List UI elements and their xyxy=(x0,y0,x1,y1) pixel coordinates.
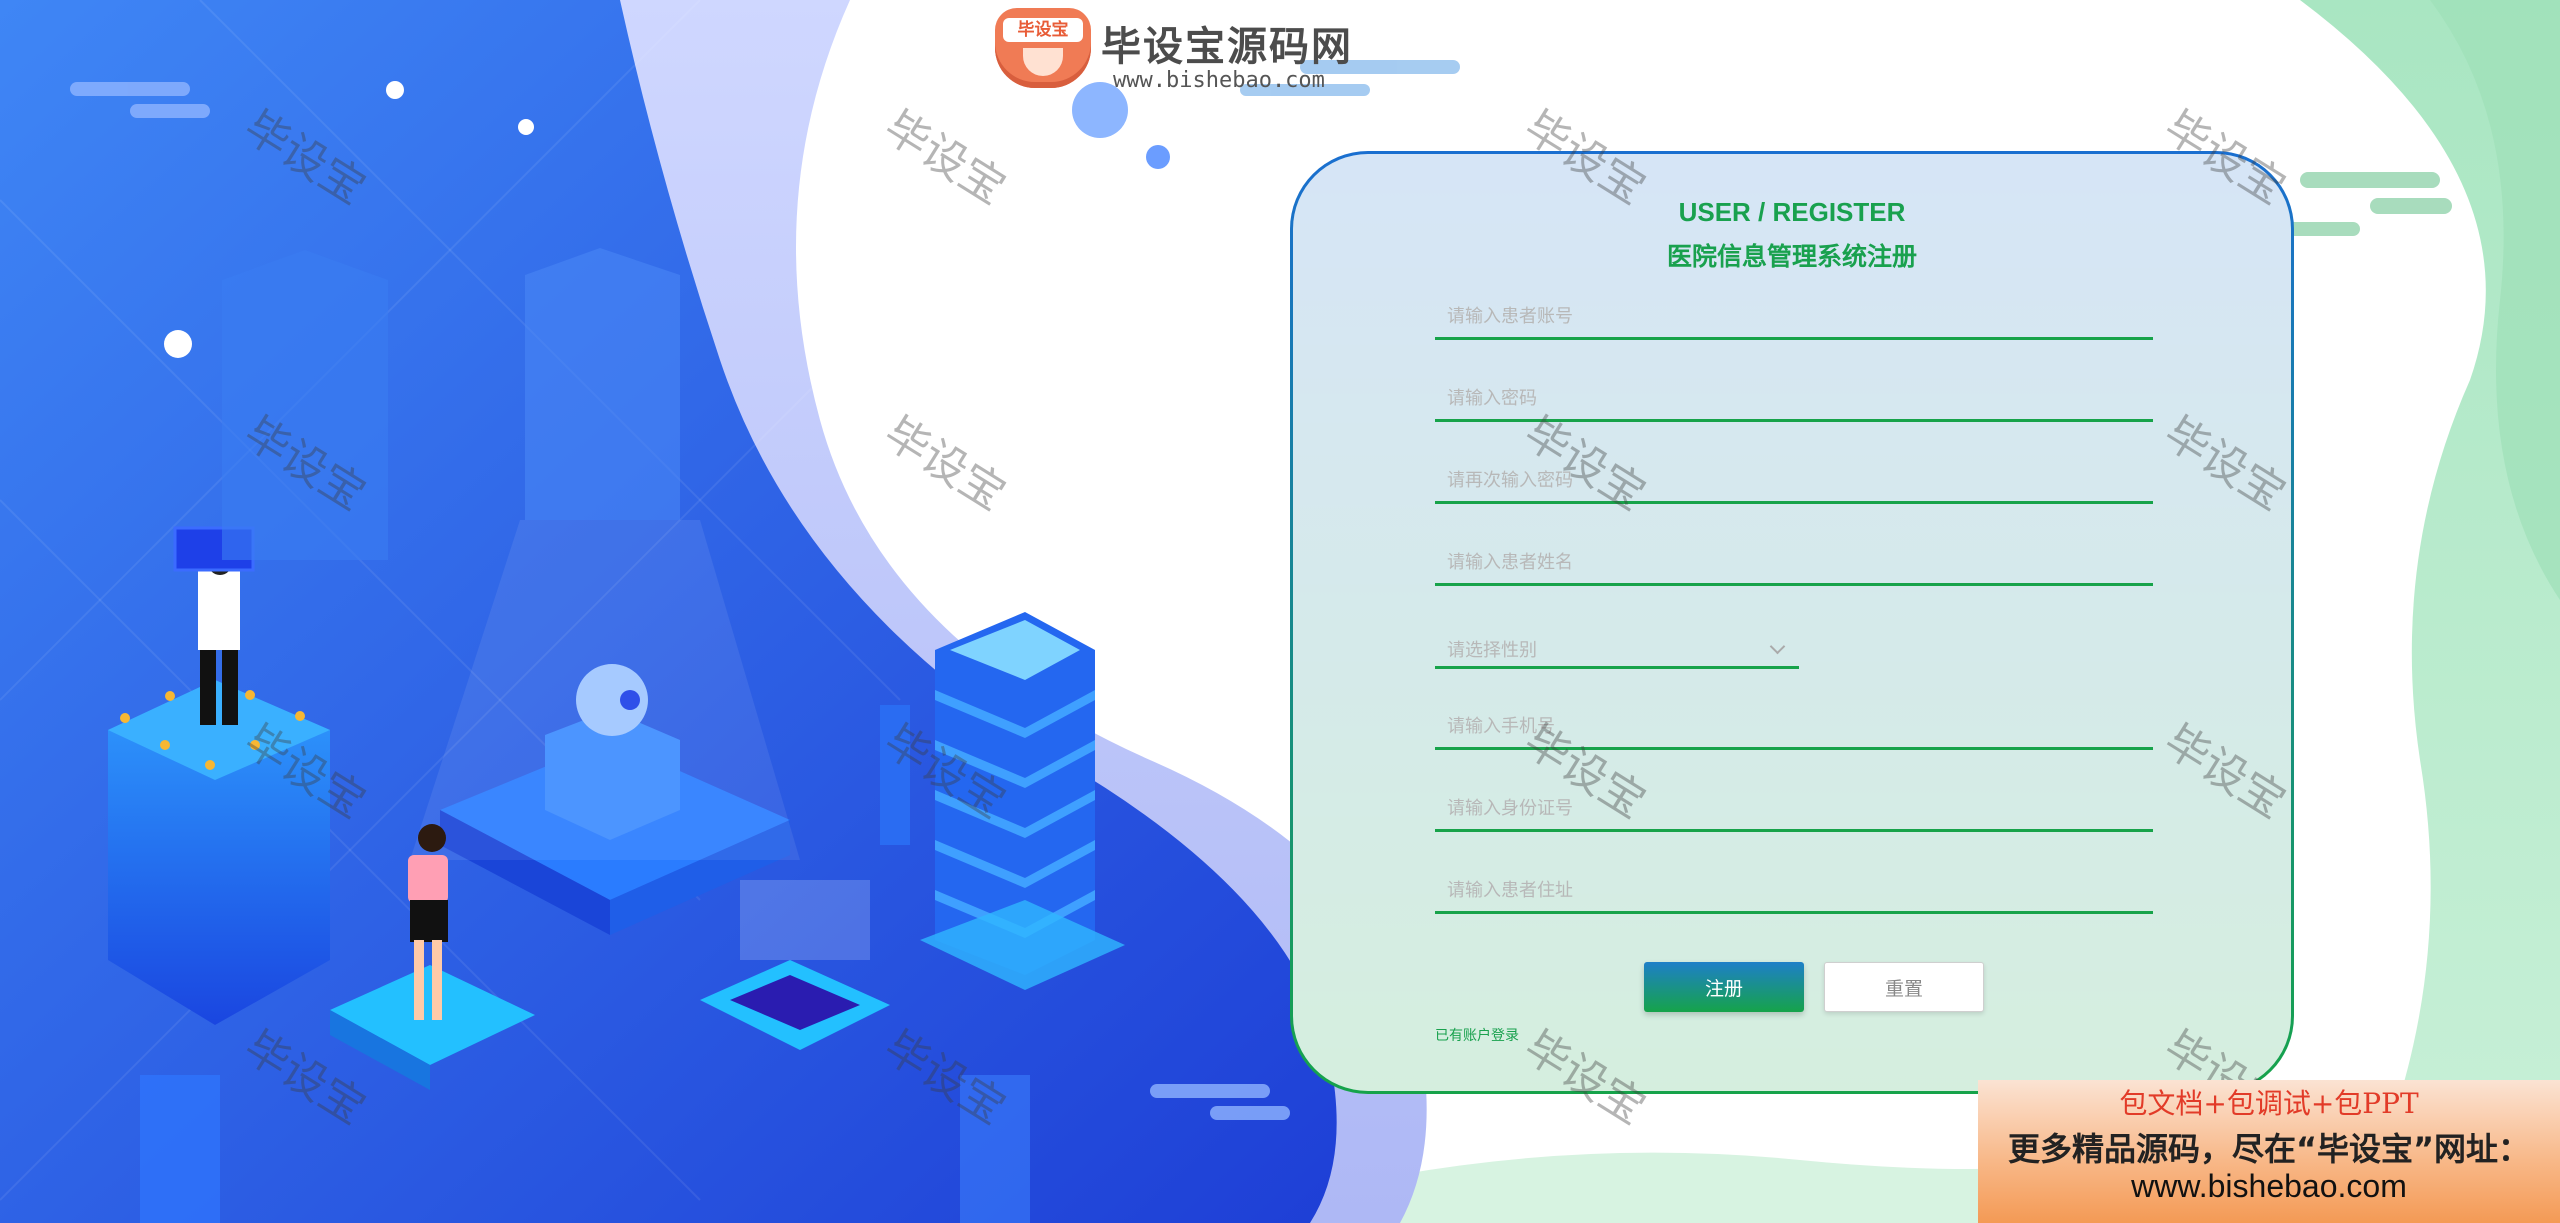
form-title-cn: 医院信息管理系统注册 xyxy=(1666,243,1917,271)
register-card: USER / REGISTER 医院信息管理系统注册 请选择性别 注册 重置 已… xyxy=(1290,151,2294,1094)
form-title-en: USER / REGISTER xyxy=(1678,197,1906,227)
logo-url: www.bishebao.com xyxy=(1113,68,1325,93)
password-input[interactable] xyxy=(1435,378,2153,422)
address-input[interactable] xyxy=(1435,870,2153,914)
id-card-input[interactable] xyxy=(1435,788,2153,832)
promo-line-3: www.bishebao.com xyxy=(2131,1168,2407,1204)
logo-badge-text: 毕设宝 xyxy=(1003,18,1083,42)
patient-name-input[interactable] xyxy=(1435,542,2153,586)
gender-select[interactable]: 请选择性别 xyxy=(1435,625,1799,669)
chevron-down-icon xyxy=(1769,638,1786,655)
promo-banner[interactable]: 包文档+包调试+包PPT 更多精品源码，尽在“毕设宝”网址： www.bishe… xyxy=(1978,1080,2560,1223)
account-input[interactable] xyxy=(1435,296,2153,340)
gender-select-placeholder: 请选择性别 xyxy=(1447,640,1537,661)
logo-face-icon xyxy=(1023,48,1063,76)
promo-line-2: 更多精品源码，尽在“毕设宝”网址： xyxy=(2007,1130,2531,1168)
login-link[interactable]: 已有账户登录 xyxy=(1435,1028,1519,1044)
logo-title: 毕设宝源码网 xyxy=(1101,24,1353,70)
register-button[interactable]: 注册 xyxy=(1644,962,1804,1012)
promo-line-1: 包文档+包调试+包PPT xyxy=(2119,1087,2419,1120)
site-logo[interactable]: 毕设宝 毕设宝源码网 www.bishebao.com xyxy=(995,8,1425,93)
phone-input[interactable] xyxy=(1435,706,2153,750)
reset-button[interactable]: 重置 xyxy=(1824,962,1984,1012)
logo-badge-icon: 毕设宝 xyxy=(995,8,1091,88)
password-confirm-input[interactable] xyxy=(1435,460,2153,504)
